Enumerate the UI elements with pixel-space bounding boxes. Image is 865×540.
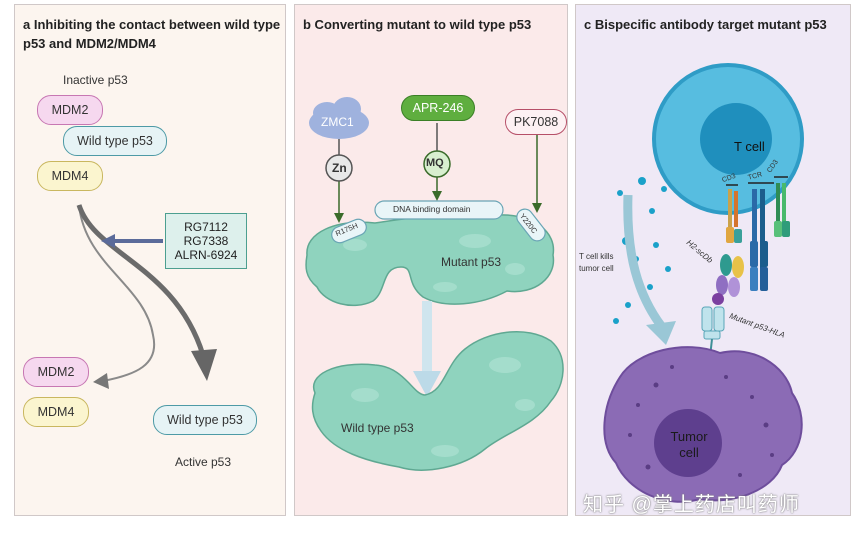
wild-type-bottom-pill: Wild type p53 (153, 405, 257, 435)
mq-label: MQ (426, 157, 444, 169)
mdm2-top-pill: MDM2 (37, 95, 103, 125)
kills-line-2: tumor cell (579, 264, 614, 273)
curve-to-mdm-arrow (78, 204, 156, 382)
panel-a-arrows (76, 204, 217, 389)
drug-3: ALRN-6924 (174, 248, 238, 262)
wild-type-p53-label: Wild type p53 (341, 421, 414, 435)
drug-box: RG7112 RG7338 ALRN-6924 (165, 213, 247, 269)
mutant-p53-label: Mutant p53 (441, 255, 502, 269)
pk7088-pill: PK7088 (505, 109, 567, 135)
t-cell-label: T cell (734, 139, 765, 154)
drug-2: RG7338 (183, 234, 229, 248)
curve-to-active-arrow (76, 204, 206, 356)
dna-domain-pill (374, 200, 504, 220)
tumor-line-2: cell (679, 445, 699, 460)
cd3-right-receptor (774, 176, 790, 237)
panel-b: b Converting mutant to wild type p53 (294, 4, 568, 516)
panel-a-title: a Inhibiting the contact between wild ty… (23, 17, 281, 51)
tumor-cell-label: Tumor cell (668, 429, 710, 461)
drug-1: RG7112 (184, 220, 228, 234)
tumor-line-1: Tumor (670, 429, 708, 444)
kills-label: T cell kills tumor cell (579, 251, 614, 275)
panel-c: c Bispecific antibody target mutant p53 (575, 4, 851, 516)
wild-type-top-pill: Wild type p53 (63, 126, 167, 156)
mdm4-bottom-pill: MDM4 (23, 397, 89, 427)
tcr-receptor (748, 182, 774, 291)
kills-line-1: T cell kills (579, 252, 614, 261)
active-p53-label: Active p53 (175, 455, 232, 469)
active-arrowhead (191, 349, 217, 381)
tumor-nucleus (654, 409, 722, 477)
zmc1-label: ZMC1 (321, 115, 354, 129)
mdm2-bottom-pill: MDM2 (23, 357, 89, 387)
transition-arrowhead (413, 371, 441, 397)
zn-label: Zn (332, 161, 347, 175)
inhibitor-arrowhead (101, 234, 115, 248)
watermark: 知乎 @掌上药店叫药师 (583, 494, 800, 516)
transition-arrow-shaft (422, 301, 432, 371)
cd3-left-receptor (726, 184, 742, 243)
mdm-arrowhead (93, 373, 109, 389)
dna-domain-label: DNA binding domain (393, 204, 471, 214)
apr246-pill: APR-246 (401, 95, 475, 121)
mdm4-top-pill: MDM4 (37, 161, 103, 191)
panel-c-graphics (603, 63, 804, 503)
y220c-tag (516, 208, 546, 242)
kill-arrow (623, 194, 666, 330)
panel-b-title: b Converting mutant to wild type p53 (303, 17, 532, 32)
panel-b-graphics (305, 97, 564, 471)
kill-arrowhead (646, 321, 676, 345)
zmc1-cloud (309, 97, 369, 139)
r175h-tag (331, 218, 367, 244)
mutant-p53-hla (701, 293, 725, 358)
zn-circle (325, 154, 353, 182)
inactive-p53-label: Inactive p53 (63, 73, 128, 87)
t-cell-nucleus (700, 103, 772, 175)
tumor-granules (628, 365, 774, 477)
bispecific-antibody (716, 254, 744, 297)
mq-circle (423, 150, 451, 178)
panel-a: a Inhibiting the contact between wild ty… (14, 4, 286, 516)
panel-c-title: c Bispecific antibody target mutant p53 (584, 17, 827, 32)
